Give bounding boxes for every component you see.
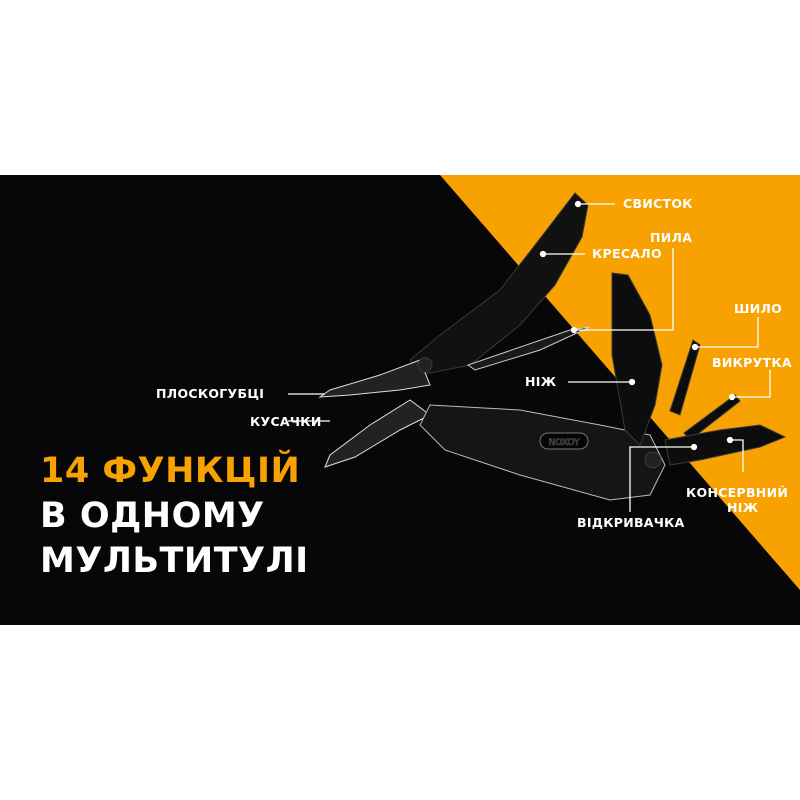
headline-line1: 14 ФУНКЦІЙ	[40, 451, 301, 491]
label-saw: ПИЛА	[650, 230, 693, 245]
headline-line3: МУЛЬТИТУЛІ	[40, 541, 309, 581]
label-awl: ШИЛО	[734, 301, 783, 316]
brand-logo: NOXOY	[549, 438, 580, 448]
callout-lines	[288, 200, 771, 512]
label-flint: КРЕСАЛО	[592, 246, 662, 261]
label-screwdriver: ВИКРУТКА	[712, 355, 792, 370]
label-can-opener-line2: НІЖ	[727, 500, 759, 515]
multitool-image: NOXOY	[318, 192, 787, 501]
banner: NOXOY	[0, 175, 800, 625]
label-pliers: ПЛОСКОГУБЦІ	[156, 386, 265, 401]
label-bottle-opener: ВІДКРИВАЧКА	[577, 515, 685, 530]
banner-graphics: NOXOY	[288, 175, 800, 590]
brand-badge	[539, 432, 589, 450]
label-cutters: КУСАЧКИ	[250, 414, 322, 429]
headline-line2: В ОДНОМУ	[40, 496, 265, 536]
label-whistle: СВИСТОК	[623, 196, 693, 211]
label-can-opener-line1: КОНСЕРВНИЙ	[686, 485, 789, 500]
label-knife: НІЖ	[525, 374, 557, 389]
